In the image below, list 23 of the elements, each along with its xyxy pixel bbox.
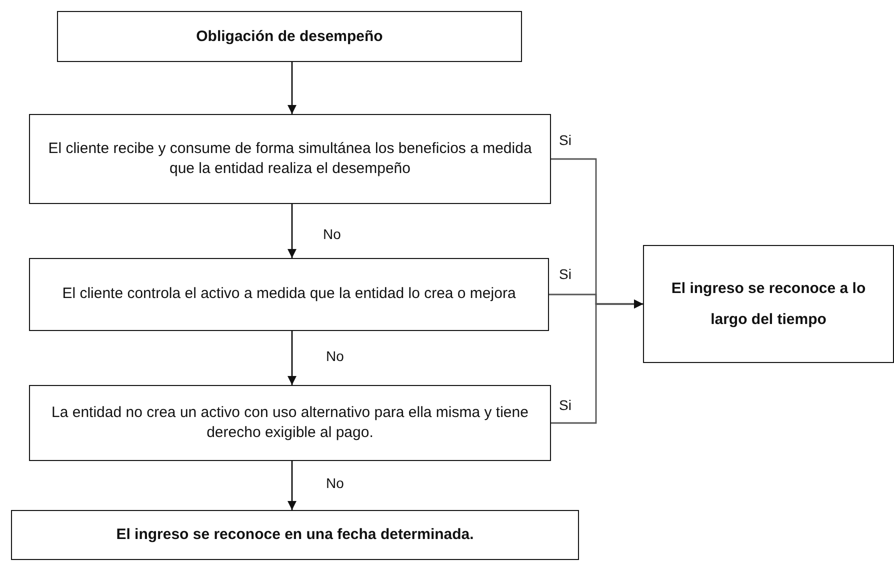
process-box xyxy=(643,245,894,363)
arrow xyxy=(288,461,296,510)
process-box xyxy=(29,114,551,204)
edge-label: No xyxy=(325,475,345,491)
arrow xyxy=(288,331,296,385)
box-text: El cliente controla el activo a medida que la entidad lo crea o mejora xyxy=(62,284,516,304)
box-text: El ingreso se reconoce a lo largo del tiempo xyxy=(670,278,867,330)
box-text: Obligación de desempeño xyxy=(196,28,383,46)
box-text: El ingreso se reconoce en una fecha determinada. xyxy=(116,526,474,544)
edge-label: No xyxy=(322,226,342,242)
box-text: El cliente recibe y consume de forma simultánea los beneficios a medida que la entidad realiza el desempeño xyxy=(47,138,533,179)
edge-label: Si xyxy=(558,132,572,148)
edge-label: No xyxy=(325,348,345,364)
edge-label: Si xyxy=(558,397,572,413)
process-box xyxy=(57,11,522,62)
arrow xyxy=(288,204,296,258)
box-text: La entidad no crea un activo con uso alternativo para ella misma y tiene derecho exigible al pago. xyxy=(50,402,530,443)
arrow xyxy=(288,62,296,114)
edge-label: Si xyxy=(558,266,572,282)
process-box xyxy=(29,385,551,461)
arrow xyxy=(551,300,643,424)
process-box xyxy=(11,510,579,560)
process-box xyxy=(29,258,549,331)
